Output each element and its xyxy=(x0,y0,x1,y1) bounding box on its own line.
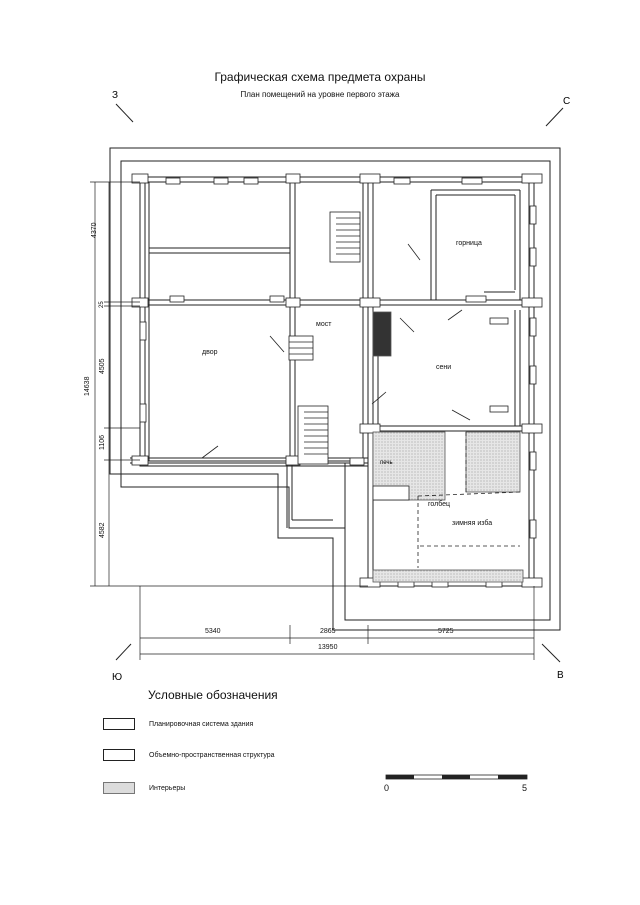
dashed-lines xyxy=(417,432,521,568)
room-label-dvor: двор xyxy=(202,349,218,356)
site-boundary-outer xyxy=(109,147,561,631)
dim-h-total: 13950 xyxy=(318,644,338,651)
room-label-zimnyaya-izba: зимняя изба xyxy=(452,520,493,527)
drawing-title: Графическая схема предмета охраны xyxy=(214,70,426,84)
legend-item-label: Интерьеры xyxy=(149,784,186,792)
legend-item: Интерьеры xyxy=(103,780,185,796)
walls xyxy=(130,176,535,587)
dim-v-1: 4370 xyxy=(91,222,98,238)
dim-v-total: 14638 xyxy=(84,376,91,396)
legend-item: Планировочная система здания xyxy=(103,716,253,732)
compass-line-ne xyxy=(545,107,564,127)
room-label-most: мост xyxy=(316,321,332,328)
room-label-gornica: горница xyxy=(456,240,482,247)
dim-v-3: 4505 xyxy=(99,358,106,374)
log-corner-posts xyxy=(131,173,543,588)
dim-h-1: 5340 xyxy=(205,628,221,635)
dim-h-3: 5725 xyxy=(438,628,454,635)
compass-line-nw xyxy=(115,103,134,123)
doors xyxy=(201,243,471,459)
compass-line-sw xyxy=(115,643,132,661)
scale-end: 5 xyxy=(522,783,528,793)
legend-swatch-outline xyxy=(103,718,135,730)
compass-label-sw: Ю xyxy=(112,672,122,683)
legend-item: Объемно-пространственная структура xyxy=(103,747,275,763)
dim-v-2: 25 xyxy=(99,301,105,308)
legend-title: Условные обозначения xyxy=(148,688,278,702)
legend-item-label: Планировочная система здания xyxy=(149,720,254,728)
legend-swatch-outline xyxy=(103,749,135,761)
windows xyxy=(139,177,537,588)
dim-h-2: 2865 xyxy=(320,628,336,635)
scale-start: 0 xyxy=(384,783,390,793)
compass-line-se xyxy=(541,643,561,663)
compass-label-ne: С xyxy=(563,96,570,107)
legend-swatch-dotted xyxy=(103,782,135,794)
drawing-subtitle: План помещений на уровне первого этажа xyxy=(240,90,400,99)
dim-v-4: 1106 xyxy=(99,434,106,450)
room-label-seni: сени xyxy=(436,364,452,371)
interiors xyxy=(372,311,524,583)
room-label-pech: печь xyxy=(380,460,393,466)
dimension-lines xyxy=(90,181,535,660)
compass-label-se: В xyxy=(557,670,564,681)
room-label-golbec: голбец xyxy=(428,501,451,508)
dim-v-5: 4582 xyxy=(99,522,106,538)
legend-item-label: Объемно-пространственная структура xyxy=(149,751,275,759)
compass-label-nw: З xyxy=(112,90,118,101)
